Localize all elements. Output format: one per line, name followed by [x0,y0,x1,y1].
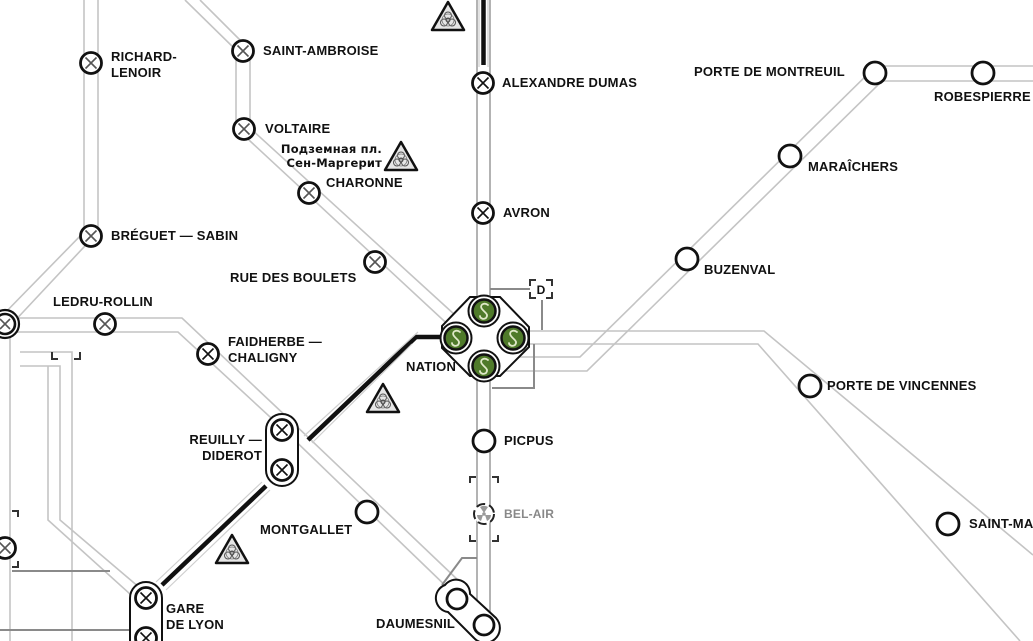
station-marker-bastille[interactable] [0,308,21,340]
station-marker-reuilly-diderot[interactable] [265,413,299,487]
station-marker-porte-de-montreuil[interactable] [862,60,888,86]
station-label-richard-lenoir[interactable]: RICHARD- LENOIR [111,49,177,80]
active-line-casing [155,0,489,591]
station-label-robespierre[interactable]: ROBESPIERRE [934,89,1031,104]
station-label-ledru-rollin[interactable]: LEDRU-ROLLIN [53,294,153,309]
station-label-porte-de-montreuil[interactable]: PORTE DE MONTREUIL [694,64,845,79]
track-line-9-west [184,0,479,346]
biohazard-icon[interactable] [383,140,419,172]
station-label-voltaire[interactable]: VOLTAIRE [265,121,331,136]
track-line-1-east [510,330,1033,641]
station-marker-buzenval[interactable] [674,246,700,272]
station-marker-saint-mande[interactable] [935,511,961,537]
station-marker-faidherbe-chaligny[interactable] [196,342,220,366]
track-line-9-east [500,65,1033,372]
biohazard-icon[interactable] [214,533,250,565]
hazard-label-sainte-marguerite: Подземная пл. Сен-Маргерит [280,142,382,170]
active-segment-nation-reuilly [306,334,440,442]
station-label-saint-ambroise[interactable]: SAINT-AMBROISE [263,43,379,58]
d-marker[interactable]: D [529,279,553,299]
track-connector-daumesnil [441,557,477,586]
station-marker-ledru-rollin[interactable] [93,312,117,336]
station-label-picpus[interactable]: PICPUS [504,433,554,448]
station-marker-robespierre[interactable] [970,60,996,86]
station-label-gare-de-lyon[interactable]: GARE DE LYON [166,601,224,632]
station-marker-nation[interactable] [439,294,530,383]
station-label-nation[interactable]: NATION [406,359,457,374]
metro-line-icon [439,321,473,355]
station-marker-porte-de-vincennes[interactable] [797,373,823,399]
station-label-buzenval[interactable]: BUZENVAL [704,262,776,277]
metro-line-icon [467,294,501,328]
station-label-bel-air[interactable]: BEL-AIR [504,507,555,521]
station-marker-alexandre-dumas[interactable] [471,71,495,95]
station-marker-richard-lenoir[interactable] [79,51,103,75]
selection-brackets [469,476,499,542]
metro-line-icon [496,321,530,355]
station-marker-charonne[interactable] [297,181,321,205]
station-marker-avron[interactable] [471,201,495,225]
active-segment-reuilly-gare [160,484,268,587]
station-label-porte-de-vincennes[interactable]: PORTE DE VINCENNES [827,378,977,393]
station-label-maraichers[interactable]: MARAÎCHERS [808,159,899,174]
station-marker-saint-ambroise[interactable] [231,39,255,63]
station-marker-breguet-sabin[interactable] [79,224,103,248]
metro-line-icon [467,349,501,383]
station-marker-montgallet[interactable] [354,499,380,525]
station-marker-gare-de-lyon[interactable] [129,581,163,641]
station-label-daumesnil[interactable]: DAUMESNIL [376,616,456,631]
biohazard-icon[interactable] [430,0,466,32]
station-label-breguet-sabin[interactable]: BRÉGUET — SABIN [111,228,239,243]
station-marker-picpus[interactable] [471,428,497,454]
selection-brackets [12,352,81,568]
station-label-avron[interactable]: AVRON [503,205,550,220]
station-marker-rue-des-boulets[interactable] [363,250,387,274]
station-label-montgallet[interactable]: MONTGALLET [260,522,353,537]
track-line-5 [0,0,99,327]
station-marker-voltaire[interactable] [232,117,256,141]
d-marker-label: D [537,283,546,297]
station-marker-daumesnil[interactable] [434,578,501,641]
track-line-west-loop [9,326,141,641]
station-label-reuilly-diderot[interactable]: REUILLY — DIDEROT [189,432,262,463]
biohazard-icon[interactable] [365,382,401,414]
active-line [160,0,486,587]
station-marker-west-edge[interactable] [0,536,17,560]
station-label-faidherbe-chaligny[interactable]: FAIDHERBE — CHALIGNY [228,334,322,365]
track-service-loop [490,288,543,389]
station-marker-maraichers[interactable] [777,143,803,169]
station-label-saint-mande[interactable]: SAINT-MA [969,516,1033,531]
station-label-rue-des-boulets[interactable]: RUE DES BOULETS [230,270,357,285]
radiation-icon [473,503,495,525]
station-label-alexandre-dumas[interactable]: ALEXANDRE DUMAS [502,75,638,90]
station-marker-bel-air[interactable] [469,476,499,542]
station-label-charonne[interactable]: CHARONNE [326,175,403,190]
